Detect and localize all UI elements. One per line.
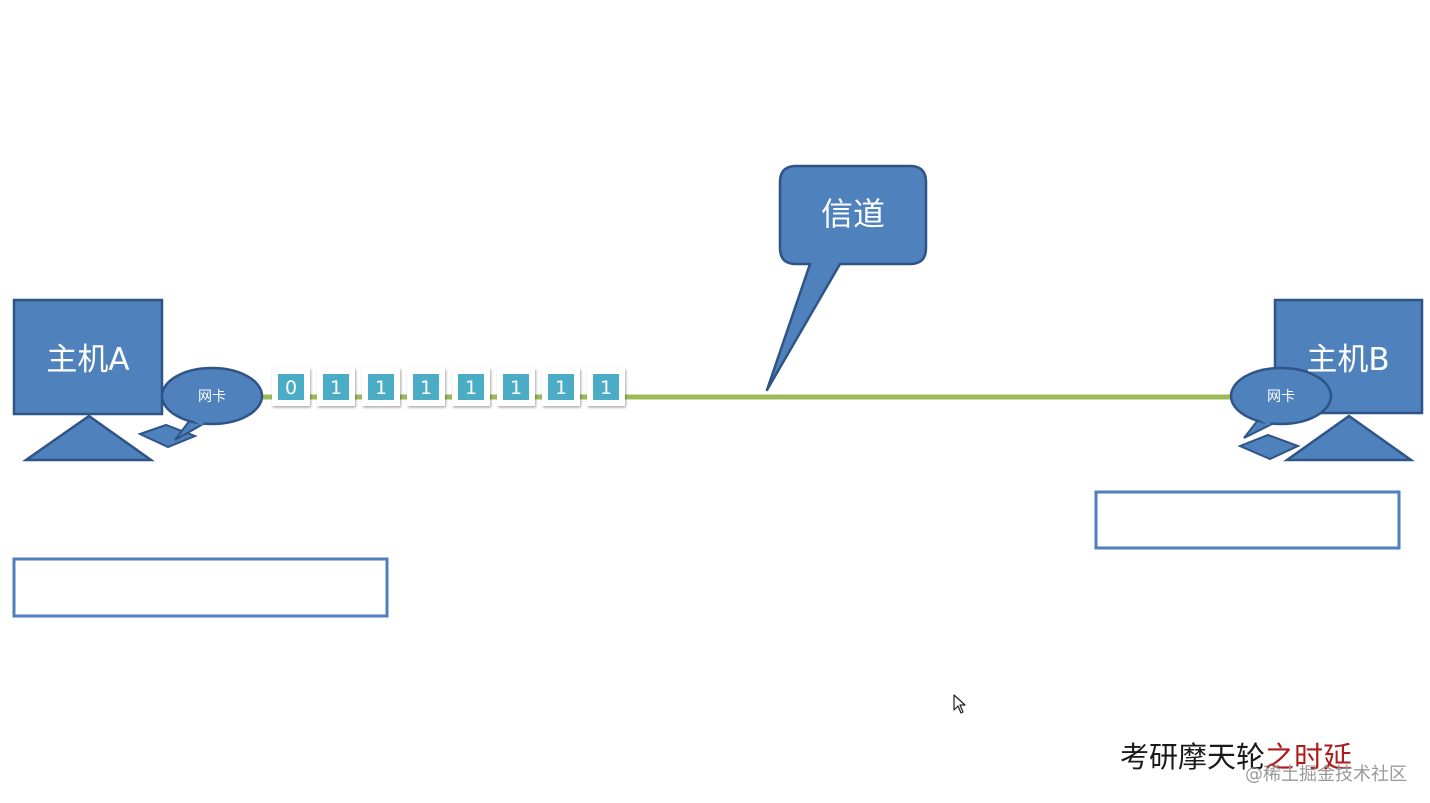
host-b-nic: 网卡 xyxy=(1229,366,1333,439)
footer-title-accent: 之时延 xyxy=(1265,740,1353,774)
host-a-monitor xyxy=(12,298,164,416)
bit-value: 1 xyxy=(330,377,342,399)
bit-value: 1 xyxy=(420,377,432,399)
channel-label: 信道 xyxy=(821,195,885,233)
host-a: 主机A 网卡 xyxy=(12,298,264,462)
host-b-label: 主机B xyxy=(1306,342,1389,378)
watermark: @稀土掘金技术社区 xyxy=(1245,764,1407,785)
host-b-mouse xyxy=(1237,433,1301,461)
host-a-info-box xyxy=(12,557,389,618)
bit-value: 1 xyxy=(600,377,612,399)
bit-stream: 0 1 1 1 1 1 1 1 xyxy=(272,368,625,406)
host-b-nic-label: 网卡 xyxy=(1267,389,1295,405)
footer-title-main: 考研摩天轮 xyxy=(1120,740,1266,774)
host-a-nic-label: 网卡 xyxy=(198,389,226,405)
host-a-nic: 网卡 xyxy=(160,366,264,441)
bit-value: 1 xyxy=(465,377,477,399)
bit-box: 1 xyxy=(587,368,625,406)
bit-value: 1 xyxy=(375,377,387,399)
bit-value: 1 xyxy=(555,377,567,399)
bit-box: 1 xyxy=(362,368,400,406)
host-b: 主机B 网卡 xyxy=(1229,298,1424,462)
channel-callout: 信道 xyxy=(765,164,928,392)
host-b-info-box xyxy=(1094,490,1401,550)
host-a-stand xyxy=(22,414,155,462)
arrow-cursor-icon xyxy=(953,694,966,714)
bit-value: 0 xyxy=(285,377,297,399)
bit-box: 1 xyxy=(407,368,445,406)
bit-value: 1 xyxy=(510,377,522,399)
bit-box: 1 xyxy=(542,368,580,406)
host-b-stand xyxy=(1283,414,1415,462)
bit-box: 1 xyxy=(497,368,535,406)
host-a-mouse xyxy=(137,423,198,449)
bit-box: 1 xyxy=(317,368,355,406)
footer-title: 考研摩天轮之时延 xyxy=(1120,734,1352,776)
bit-box: 0 xyxy=(272,368,310,406)
host-a-label: 主机A xyxy=(46,342,129,378)
bit-box: 1 xyxy=(452,368,490,406)
